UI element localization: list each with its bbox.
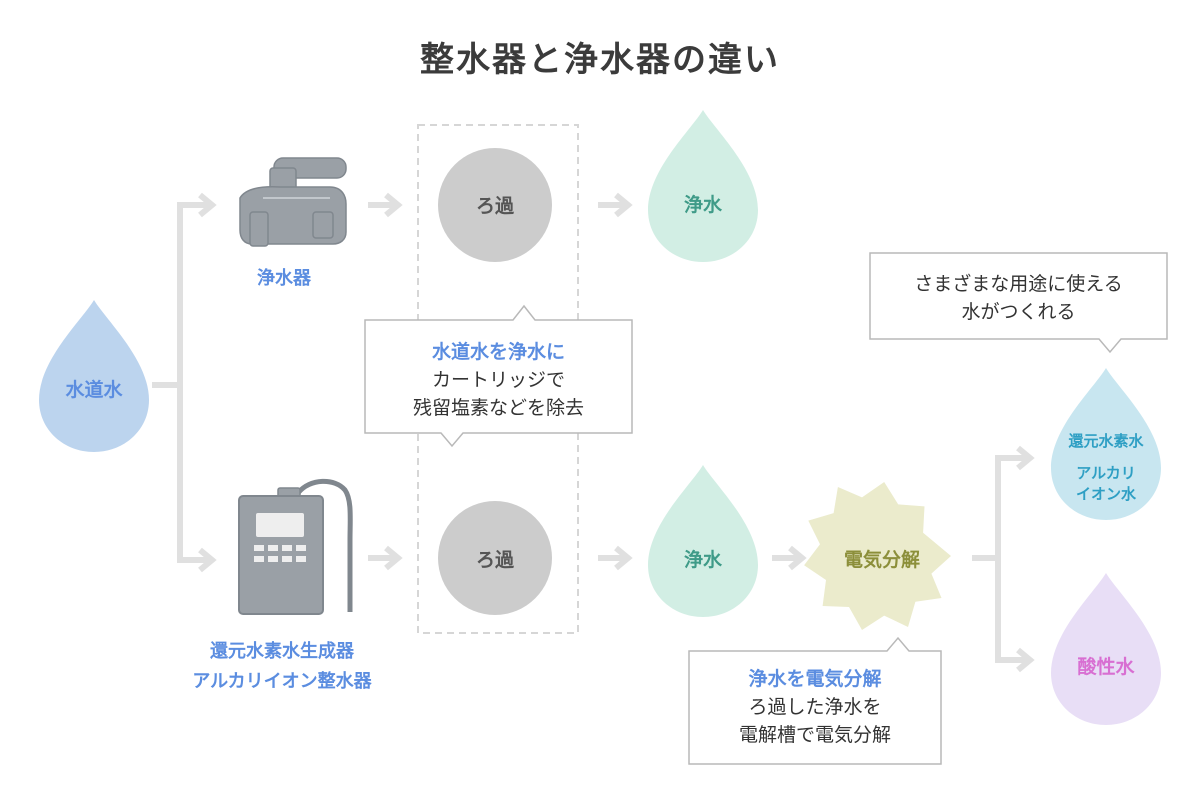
connector-lines (152, 202, 1001, 663)
arrow-filter-to-purified (598, 192, 633, 218)
callout-filter-line1: カートリッジで (431, 369, 565, 391)
arrow-purifier-to-filter (368, 192, 403, 218)
callout-uses-line1: さまざまな用途に使える (914, 273, 1123, 295)
alkaline-water-label-1: 還元水素水 (1068, 432, 1144, 450)
source-branch-line (152, 202, 183, 563)
tap-water-label: 水道水 (65, 379, 123, 401)
callout-electrolysis-line1: ろ過した浄水を (748, 696, 882, 718)
arrow-to-ionizer (180, 547, 217, 573)
acidic-water-label: 酸性水 (1077, 656, 1135, 678)
callout-filter-heading: 水道水を浄水に (431, 341, 565, 363)
output-branch-line (972, 455, 1001, 663)
electrolysis-burst (804, 482, 951, 630)
ionizer-device-label-2: アルカリイオン整水器 (192, 671, 372, 692)
purified-water-label-bottom: 浄水 (683, 549, 722, 571)
page-title: 整水器と浄水器の違い (420, 40, 780, 80)
arrow-filter-to-purified-2 (598, 545, 633, 571)
callout-electrolysis-heading: 浄水を電気分解 (748, 668, 882, 690)
callout-filter-line2: 残留塩素などを除去 (412, 397, 584, 419)
callout-uses-line2: 水がつくれる (961, 301, 1076, 323)
electrolysis-label: 電気分解 (843, 549, 920, 571)
acidic-water-drop (1051, 573, 1161, 725)
callout-uses-box (869, 252, 1168, 354)
purified-water-label-top: 浄水 (683, 194, 722, 216)
filter-label-top: ろ過 (475, 195, 514, 217)
callout-electrolysis-text: 浄水を電気分解 ろ過した浄水を 電解槽で電気分解 (689, 665, 941, 749)
faucet-purifier-icon (239, 157, 347, 247)
ionizer-device-icon (238, 478, 353, 615)
purifier-device-label: 浄水器 (257, 268, 311, 289)
arrow-to-alkaline (998, 445, 1035, 471)
arrow-to-acidic (998, 647, 1035, 673)
filter-circle-bottom (438, 501, 552, 615)
ionizer-device-label-1: 還元水素水生成器 (210, 641, 354, 662)
callout-electrolysis-line2: 電解槽で電気分解 (738, 724, 891, 746)
callout-filter-box (364, 304, 633, 448)
arrows (180, 192, 1035, 673)
alkaline-water-label-2: アルカリ (1076, 464, 1136, 482)
callout-uses-text: さまざまな用途に使える 水がつくれる (870, 270, 1167, 326)
filter-label-bottom: ろ過 (475, 549, 514, 571)
purified-water-drop-top (648, 110, 758, 262)
callout-electrolysis-box (688, 636, 942, 765)
callout-filter-text: 水道水を浄水に カートリッジで 残留塩素などを除去 (365, 338, 632, 422)
arrow-purified-to-electrolysis (772, 545, 807, 571)
arrow-ionizer-to-filter (368, 545, 403, 571)
purified-water-drop-bottom (648, 465, 758, 617)
alkaline-water-label-3: イオン水 (1075, 485, 1136, 503)
arrow-to-purifier (180, 192, 217, 218)
filter-circle-top (438, 148, 552, 262)
